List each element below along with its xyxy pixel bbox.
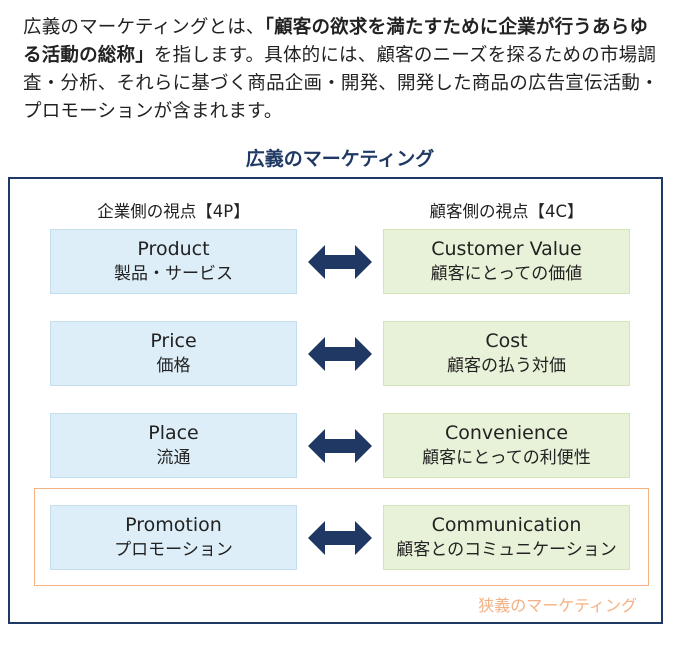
4c-customer-value-en: Customer Value bbox=[431, 237, 582, 260]
4c-communication-box: Communication 顧客とのコミュニケーション bbox=[383, 505, 630, 570]
narrow-marketing-label: 狭義のマーケティング bbox=[478, 596, 637, 615]
4p-promotion-en: Promotion bbox=[125, 513, 222, 536]
4p-promotion-ja: プロモーション bbox=[114, 539, 233, 560]
4c-customer-value-ja: 顧客にとっての価値 bbox=[430, 263, 583, 284]
4c-convenience-ja: 顧客にとっての利便性 bbox=[422, 447, 591, 468]
4p-promotion-box: Promotion プロモーション bbox=[50, 505, 297, 570]
broad-marketing-frame bbox=[8, 177, 663, 624]
4c-customer-value-box: Customer Value 顧客にとっての価値 bbox=[383, 229, 630, 294]
intro-text-start: 広義のマーケティングとは、 bbox=[23, 17, 265, 38]
double-arrow-icon bbox=[308, 521, 372, 555]
double-arrow-icon bbox=[308, 245, 372, 279]
4p-product-ja: 製品・サービス bbox=[114, 263, 233, 284]
double-arrow-icon bbox=[308, 337, 372, 371]
4c-cost-ja: 顧客の払う対価 bbox=[447, 355, 566, 376]
4p-product-en: Product bbox=[137, 237, 210, 260]
4p-price-ja: 価格 bbox=[156, 355, 191, 376]
intro-text-end: を指します。具体的には、顧客のニーズを探るための市場調査・分析、それらに基づく商… bbox=[23, 45, 659, 122]
4p-place-ja: 流通 bbox=[156, 447, 191, 468]
4p-header: 企業側の視点【4P】 bbox=[97, 202, 250, 221]
narrow-marketing-frame bbox=[34, 488, 649, 586]
4c-communication-ja: 顧客とのコミュニケーション bbox=[396, 539, 617, 560]
intro-emphasis: 「顧客の欲求を満たすために企業が行うあらゆる活動の総称」 bbox=[23, 17, 649, 66]
4c-communication-en: Communication bbox=[431, 513, 582, 536]
4c-convenience-box: Convenience 顧客にとっての利便性 bbox=[383, 413, 630, 478]
4c-header: 顧客側の視点【4C】 bbox=[429, 202, 584, 221]
4p-place-en: Place bbox=[148, 421, 199, 444]
4p-product-box: Product 製品・サービス bbox=[50, 229, 297, 294]
4c-convenience-en: Convenience bbox=[444, 421, 569, 444]
4p-place-box: Place 流通 bbox=[50, 413, 297, 478]
4c-cost-box: Cost 顧客の払う対価 bbox=[383, 321, 630, 386]
intro-paragraph: 広義のマーケティングとは、「顧客の欲求を満たすために企業が行うあらゆる活動の総称… bbox=[23, 14, 663, 126]
double-arrow-icon bbox=[308, 429, 372, 463]
diagram-title: 広義のマーケティング bbox=[245, 148, 435, 170]
4p-price-en: Price bbox=[150, 329, 197, 352]
4c-cost-en: Cost bbox=[485, 329, 528, 352]
4p-price-box: Price 価格 bbox=[50, 321, 297, 386]
